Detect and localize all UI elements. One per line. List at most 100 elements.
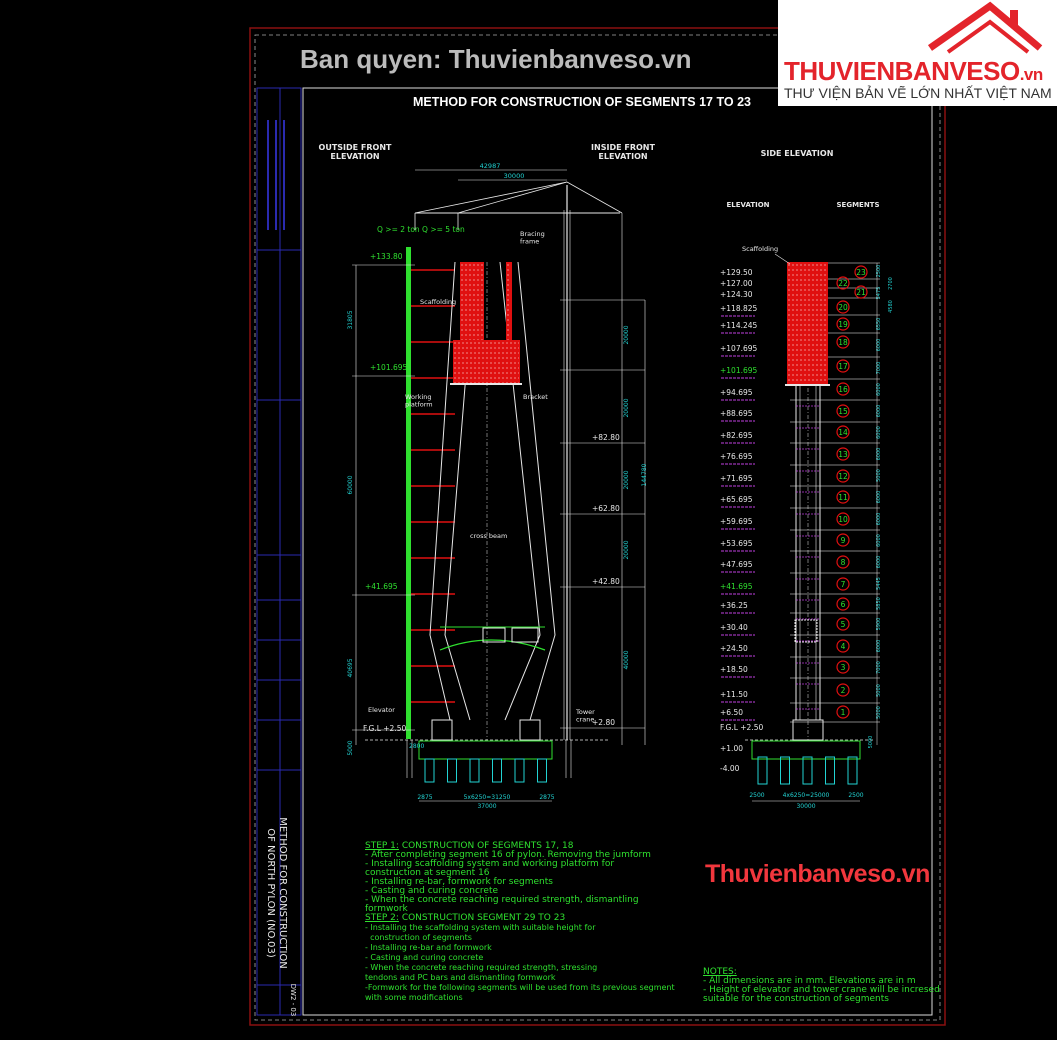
segment-circle bbox=[854, 265, 868, 279]
label-scaffolding: Scaffolding bbox=[420, 298, 456, 306]
side-elevation-level: +114.245 bbox=[720, 321, 758, 330]
dim-left: 5000 bbox=[347, 740, 354, 755]
dim-base: 5x6250=31250 bbox=[464, 794, 511, 801]
dim-right: 20000 bbox=[623, 470, 630, 489]
side-elevation-level: +18.50 bbox=[720, 665, 748, 674]
segment-dim: 2500 bbox=[876, 265, 882, 278]
label-line: Scaffolding bbox=[420, 298, 456, 306]
label-line: +133.80 bbox=[370, 252, 403, 261]
label-line: +41.695 bbox=[720, 582, 753, 591]
label-line: 2875 bbox=[539, 794, 554, 801]
label-line: 20000 bbox=[623, 470, 630, 489]
pylon-leg bbox=[444, 261, 476, 721]
label-line: 18 bbox=[838, 338, 848, 347]
drawing-frame bbox=[302, 87, 933, 1016]
segment-number: 18 bbox=[838, 338, 848, 347]
label-line: platform bbox=[405, 400, 433, 408]
label-line: 17 bbox=[838, 362, 848, 371]
title-block-text: METHOD FOR CONSTRUCTIONOF NORTH PYLON (N… bbox=[265, 120, 297, 1016]
crane-anchor bbox=[794, 619, 818, 643]
notes-lines: - All dimensions are in mm. Elevations a… bbox=[703, 976, 940, 1004]
label-line: +101.695 bbox=[370, 363, 408, 372]
label-line: +24.50 bbox=[720, 644, 748, 653]
label-side-scaffolding: Scaffolding bbox=[742, 245, 778, 253]
side-elevation-level: +1.00 bbox=[720, 744, 743, 753]
elevation-133: +133.80 bbox=[370, 252, 403, 261]
watermark-bottom: Ban quyen: Thuvienbanveso.vn bbox=[300, 44, 692, 74]
pile-cap bbox=[751, 740, 861, 760]
label-line: +41.695 bbox=[365, 582, 398, 591]
label-elevator: Elevator bbox=[368, 706, 395, 714]
cross-beam-box bbox=[511, 627, 539, 643]
elevation-el_82: +82.80 bbox=[592, 433, 620, 442]
dim-right: 20000 bbox=[623, 398, 630, 417]
heading-side: SIDE ELEVATION bbox=[761, 149, 834, 158]
label-line: 10 bbox=[838, 515, 848, 524]
pile bbox=[847, 756, 858, 785]
segment-number: 13 bbox=[838, 450, 848, 459]
watermark-center: Thuvienbanveso.vn bbox=[705, 860, 930, 888]
sheet-title: METHOD FOR CONSTRUCTIONOF NORTH PYLON (N… bbox=[265, 817, 288, 969]
segment-dim: 4580 bbox=[888, 300, 894, 313]
segment-number: 20 bbox=[838, 303, 848, 312]
segment-circle bbox=[836, 577, 850, 591]
elevation-el_2: +2.80 bbox=[592, 718, 615, 727]
segment-dim: 5475 bbox=[876, 287, 882, 300]
step1-lines: - After completing segment 16 of pylon. … bbox=[365, 850, 651, 914]
segment-number: 16 bbox=[838, 385, 848, 394]
label-line: 2500 bbox=[848, 792, 863, 799]
label-line: SEGMENTS bbox=[837, 201, 880, 209]
label-line: +47.695 bbox=[720, 560, 753, 569]
label-line: 40000 bbox=[623, 650, 630, 669]
segment-dim: 6000 bbox=[876, 556, 882, 569]
pylon-leg bbox=[517, 261, 556, 721]
side-elevation-level: +71.695 bbox=[720, 474, 753, 483]
segment-circle bbox=[836, 425, 850, 439]
label-line: +127.00 bbox=[720, 279, 753, 288]
segment-circle bbox=[854, 285, 868, 299]
step2-title: CONSTRUCTION SEGMENT 29 TO 23 bbox=[398, 913, 566, 923]
label-line: 4580 bbox=[888, 300, 894, 313]
logo-brand-tld: .vn bbox=[1019, 65, 1044, 84]
heading-segments-col: SEGMENTS bbox=[837, 201, 880, 209]
label-line: Bracket bbox=[523, 393, 548, 401]
crane-cable bbox=[414, 181, 568, 214]
segment-number: 17 bbox=[838, 362, 848, 371]
pylon-foot bbox=[519, 719, 541, 741]
label-line: 2500 bbox=[749, 792, 764, 799]
dim-side-base: 2500 bbox=[848, 792, 863, 799]
label-line: +129.50 bbox=[720, 268, 753, 277]
pile bbox=[825, 756, 835, 785]
label-line: 5445 bbox=[876, 577, 882, 590]
segment-circle bbox=[836, 300, 850, 314]
segment-dim: 6000 bbox=[876, 534, 882, 547]
side-elevation-level: +94.695 bbox=[720, 388, 753, 397]
elevation-101: +101.695 bbox=[370, 363, 408, 372]
segment-circle bbox=[836, 639, 850, 653]
side-elevation-level: +24.50 bbox=[720, 644, 748, 653]
segment-circle bbox=[836, 317, 850, 331]
scaffolding bbox=[460, 262, 484, 342]
notes-head: NOTES: bbox=[703, 967, 737, 977]
pylon-foot bbox=[431, 719, 453, 741]
segment-number: 3 bbox=[841, 663, 846, 672]
segment-circle bbox=[836, 617, 850, 631]
step1-head: STEP 1: bbox=[365, 841, 399, 851]
label-line: cross beam bbox=[470, 532, 507, 540]
label-line: 5 bbox=[841, 620, 846, 629]
side-elevation-level: +47.695 bbox=[720, 560, 753, 569]
elevator-mast bbox=[406, 247, 411, 739]
segment-dim: 6550 bbox=[876, 318, 882, 331]
segment-dim: 5445 bbox=[876, 577, 882, 590]
label-line: +71.695 bbox=[720, 474, 753, 483]
label-line: 42987 bbox=[480, 162, 501, 170]
segment-dim: 6000 bbox=[876, 491, 882, 504]
label-line: +82.695 bbox=[720, 431, 753, 440]
label-line: ELEVATION bbox=[330, 152, 379, 161]
label-line: 6000 bbox=[876, 426, 882, 439]
segment-number: 9 bbox=[841, 536, 846, 545]
segment-circle bbox=[836, 359, 850, 373]
label-line: +59.695 bbox=[720, 517, 753, 526]
label-line: +82.80 bbox=[592, 433, 620, 442]
